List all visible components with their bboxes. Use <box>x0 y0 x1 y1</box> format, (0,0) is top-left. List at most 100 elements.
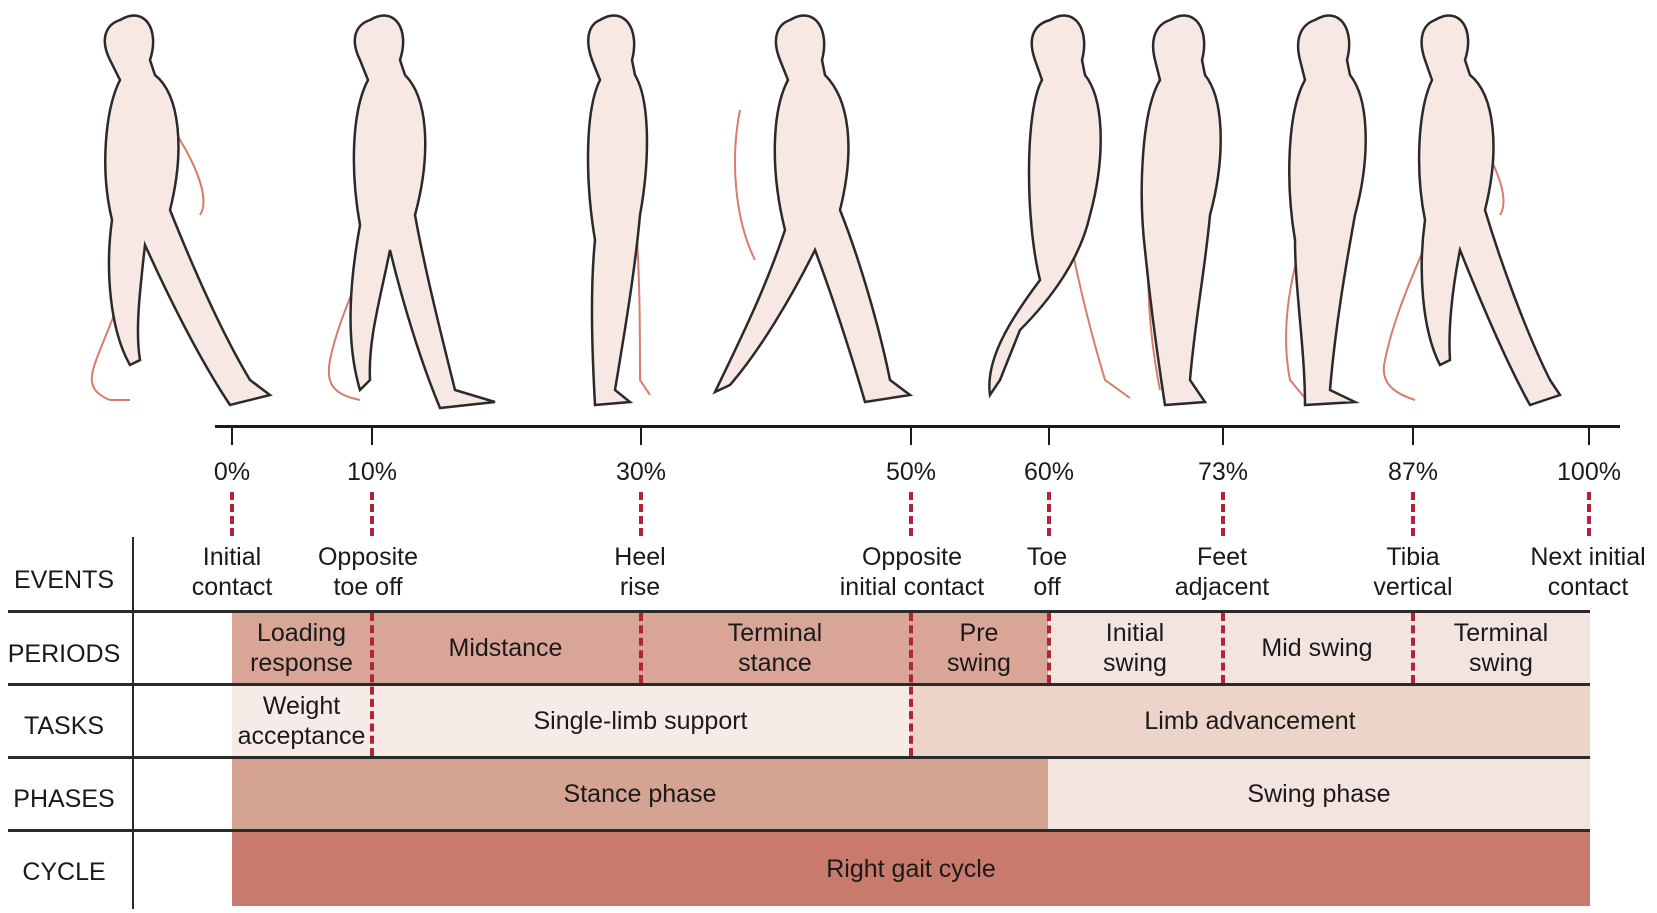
period-dash <box>370 613 374 756</box>
label-column-separator <box>132 537 134 909</box>
task-line: Weight <box>262 692 341 720</box>
percent-label: 60% <box>1023 458 1075 486</box>
event-line: adjacent <box>1174 573 1270 601</box>
event-dash <box>370 492 374 536</box>
tick-10 <box>371 425 373 445</box>
phase-swing: Swing phase <box>1048 759 1590 829</box>
event-line: Opposite <box>861 543 963 571</box>
cycle-right-gait: Right gait cycle <box>232 832 1590 906</box>
event-line: initial contact <box>839 573 985 601</box>
event-dash <box>639 492 643 536</box>
tick-30 <box>640 425 642 445</box>
task-line: Single-limb support <box>533 707 748 735</box>
period-line: Terminal <box>727 619 823 647</box>
event-line: off <box>1033 573 1061 601</box>
period-dash <box>1411 613 1415 683</box>
walking-figure-opposite-initial-contact <box>710 0 914 430</box>
task-line: Limb advancement <box>1144 707 1356 735</box>
walking-figure-tibia-vertical <box>1260 0 1440 430</box>
percent-label: 10% <box>346 458 398 486</box>
period-dash <box>909 613 913 756</box>
period-midstance: Midstance <box>371 613 640 683</box>
event-line: contact <box>1547 573 1629 601</box>
event-line: contact <box>191 573 273 601</box>
event-dash <box>230 492 234 536</box>
walking-figure-toe-off <box>980 0 1160 430</box>
period-dash <box>1221 613 1225 683</box>
walking-figure-feet-adjacent <box>1110 0 1290 430</box>
event-line: Tibia <box>1386 543 1440 571</box>
tick-87 <box>1412 425 1414 445</box>
walking-figure-next-initial-contact <box>1360 0 1562 430</box>
period-line: Midstance <box>448 634 563 662</box>
period-line: stance <box>738 649 812 677</box>
percent-label: 73% <box>1197 458 1249 486</box>
period-line: swing <box>1103 649 1167 677</box>
percent-label: 100% <box>1557 458 1621 486</box>
event-line: Feet <box>1196 543 1248 571</box>
period-line: Mid swing <box>1261 634 1373 662</box>
walking-figure-opposite-toe-off <box>290 0 496 430</box>
event-dash <box>1221 492 1225 536</box>
percent-label: 30% <box>615 458 667 486</box>
event-dash <box>909 492 913 536</box>
row-label-events: EVENTS <box>13 566 115 594</box>
tick-60 <box>1048 425 1050 445</box>
event-line: Toe <box>1026 543 1068 571</box>
row-label-periods: PERIODS <box>7 640 121 668</box>
period-line: Pre <box>959 619 999 647</box>
period-line: Loading <box>257 619 346 647</box>
row-label-cycle: CYCLE <box>22 858 106 886</box>
event-line: Heel <box>614 543 666 571</box>
period-dash <box>639 613 643 683</box>
period-mid-swing: Mid swing <box>1222 613 1412 683</box>
period-line: response <box>250 649 353 677</box>
tick-50 <box>910 425 912 445</box>
event-dash <box>1587 492 1591 536</box>
row-separator <box>8 610 1590 613</box>
event-line: Next initial <box>1530 543 1646 571</box>
period-dash <box>1047 613 1051 683</box>
percent-label: 0% <box>213 458 251 486</box>
period-line: swing <box>947 649 1011 677</box>
tick-73 <box>1222 425 1224 445</box>
row-label-tasks: TASKS <box>23 712 105 740</box>
event-line: vertical <box>1373 573 1453 601</box>
period-line: swing <box>1469 649 1533 677</box>
walking-figure-heel-rise <box>540 0 720 430</box>
row-separator <box>8 829 1590 832</box>
tick-0 <box>231 425 233 445</box>
percent-label: 50% <box>885 458 937 486</box>
event-line: toe off <box>333 573 403 601</box>
period-line: Terminal <box>1453 619 1549 647</box>
period-line: Initial <box>1105 619 1165 647</box>
row-separator <box>8 683 1590 686</box>
event-dash <box>1411 492 1415 536</box>
row-separator <box>8 756 1590 759</box>
timeline-axis <box>215 425 1620 428</box>
task-line: acceptance <box>237 722 366 750</box>
event-dash <box>1047 492 1051 536</box>
row-label-phases: PHASES <box>13 785 115 813</box>
task-limb-advancement: Limb advancement <box>910 686 1590 756</box>
walking-figure-initial-contact <box>50 0 273 430</box>
event-line: Initial <box>202 543 262 571</box>
event-line: Opposite <box>317 543 419 571</box>
tick-100 <box>1588 425 1590 445</box>
event-line: rise <box>619 573 661 601</box>
